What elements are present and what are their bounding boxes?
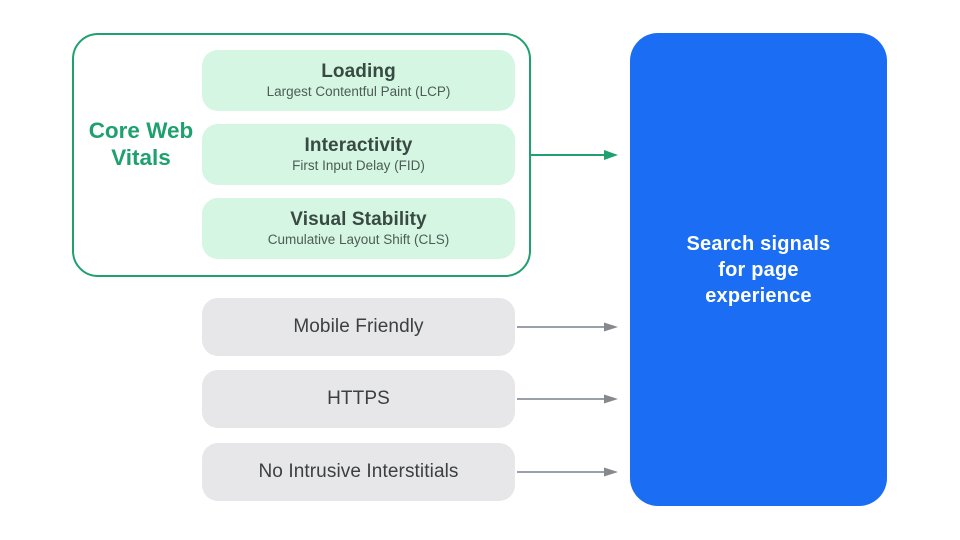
gray-arrow-right-icon xyxy=(517,394,618,404)
pill-visual-stability-subtitle: Cumulative Layout Shift (CLS) xyxy=(267,232,450,247)
pill-interactivity-title: Interactivity xyxy=(304,135,413,156)
pill-visual-stability-title: Visual Stability xyxy=(290,209,427,230)
result-line: Search signals xyxy=(686,232,831,255)
pill-https-label: HTTPS xyxy=(327,388,390,409)
pill-visual-stability: Visual Stability Cumulative Layout Shift… xyxy=(202,198,515,259)
pill-mobile-friendly: Mobile Friendly xyxy=(202,298,515,356)
gray-arrow-right-icon xyxy=(517,322,618,332)
pill-loading: Loading Largest Contentful Paint (LCP) xyxy=(202,50,515,111)
core-web-vitals-label: Core Web Vitals xyxy=(88,118,194,170)
result-line: experience xyxy=(705,284,812,307)
pill-https: HTTPS xyxy=(202,370,515,428)
gray-arrow-right-icon xyxy=(517,467,618,477)
pill-interactivity: Interactivity First Input Delay (FID) xyxy=(202,124,515,185)
search-signals-result-box: Search signals for page experience xyxy=(630,33,887,506)
pill-no-intrusive-interstitials: No Intrusive Interstitials xyxy=(202,443,515,501)
green-arrow-right-icon xyxy=(531,150,618,160)
pill-no-intrusive-interstitials-label: No Intrusive Interstitials xyxy=(258,461,459,482)
result-line: for page xyxy=(718,258,799,281)
pill-interactivity-subtitle: First Input Delay (FID) xyxy=(292,158,425,173)
pill-mobile-friendly-label: Mobile Friendly xyxy=(293,316,424,337)
pill-loading-title: Loading xyxy=(321,61,396,82)
pill-loading-subtitle: Largest Contentful Paint (LCP) xyxy=(266,84,451,99)
